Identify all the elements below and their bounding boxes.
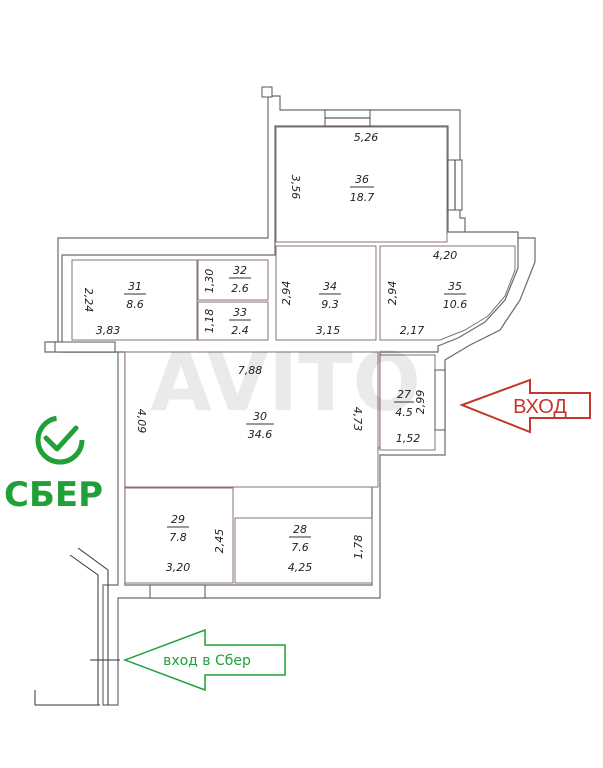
room-34-area: 9.3 xyxy=(321,298,339,311)
dim-152: 1,52 xyxy=(396,432,421,445)
room-36 xyxy=(275,126,448,243)
room-27-area: 4.5 xyxy=(395,406,413,419)
dim-356: 3,56 xyxy=(289,175,302,200)
dim-118: 1,18 xyxy=(203,309,216,334)
room-28 xyxy=(234,517,373,584)
room-29-number: 29 xyxy=(171,513,185,526)
dim-425: 4,25 xyxy=(288,561,313,574)
room-28-number: 28 xyxy=(293,523,307,536)
room-31 xyxy=(71,259,198,341)
svg-text:AVITO: AVITO xyxy=(150,336,421,429)
dim-294-b: 2,94 xyxy=(386,281,399,306)
dim-245: 2,45 xyxy=(213,529,226,554)
sber-entry-arrow: вход в Сбер xyxy=(122,628,286,692)
dim-473: 4,73 xyxy=(351,407,364,432)
sber-logo: СБЕР xyxy=(4,415,103,515)
sber-logo-icon xyxy=(35,415,85,465)
room-35-number: 35 xyxy=(448,280,462,293)
room-28-area: 7.6 xyxy=(291,541,309,554)
window-left-31 xyxy=(54,341,116,353)
room-29 xyxy=(124,487,234,584)
dim-409: 4,09 xyxy=(135,409,148,434)
dim-299: 2,99 xyxy=(414,390,427,415)
dim-788: 7,88 xyxy=(238,364,263,377)
entry-arrow-shape xyxy=(459,378,591,434)
entry-label: ВХОД xyxy=(513,396,567,418)
room-36-area: 18.7 xyxy=(350,191,375,204)
sber-entry-label: вход в Сбер xyxy=(163,653,251,669)
room-33 xyxy=(197,301,269,341)
room-33-area: 2.4 xyxy=(231,324,249,337)
windows xyxy=(54,86,463,599)
room-34 xyxy=(275,245,377,341)
room-36-number: 36 xyxy=(355,173,369,186)
dim-224: 2,24 xyxy=(82,288,95,313)
room-31-number: 31 xyxy=(128,280,142,293)
room-33-number: 33 xyxy=(233,306,247,319)
dim-526: 5,26 xyxy=(354,131,379,144)
room-labels: 36 18.7 31 8.6 32 2.6 33 2.4 34 9.3 35 1… xyxy=(124,173,467,554)
rooms xyxy=(71,126,516,584)
dim-130: 1,30 xyxy=(203,269,216,294)
room-30 xyxy=(124,351,379,488)
sber-logo-text: СБЕР xyxy=(4,475,103,515)
room-32-number: 32 xyxy=(233,264,247,277)
dim-320: 3,20 xyxy=(166,561,191,574)
watermark: AVITO xyxy=(150,336,421,429)
dim-217: 2,17 xyxy=(400,324,425,337)
room-32-area: 2.6 xyxy=(231,282,249,295)
room-32 xyxy=(197,259,269,301)
entry-arrow: ВХОД xyxy=(459,378,591,434)
room-30-number: 30 xyxy=(253,410,267,423)
column-top xyxy=(261,86,273,98)
dim-315: 3,15 xyxy=(316,324,341,337)
window-bottom-29 xyxy=(149,584,206,599)
sber-entry-arrow-shape xyxy=(122,628,286,692)
room-35-area: 10.6 xyxy=(443,298,468,311)
room-29-area: 7.8 xyxy=(169,531,187,544)
dim-294-a: 2,94 xyxy=(280,281,293,306)
corridor xyxy=(34,547,120,706)
dimension-labels: 5,26 3,56 4,20 2,24 3,83 1,30 1,18 2,94 … xyxy=(82,131,457,574)
room-35 xyxy=(379,245,516,341)
room-27-number: 27 xyxy=(397,388,411,401)
dim-178: 1,78 xyxy=(352,535,365,560)
dim-420: 4,20 xyxy=(433,249,458,262)
room-31-area: 8.6 xyxy=(126,298,144,311)
dim-383: 3,83 xyxy=(96,324,121,337)
room-30-area: 34.6 xyxy=(248,428,273,441)
window-right-27 xyxy=(434,369,446,431)
room-34-number: 34 xyxy=(323,280,337,293)
